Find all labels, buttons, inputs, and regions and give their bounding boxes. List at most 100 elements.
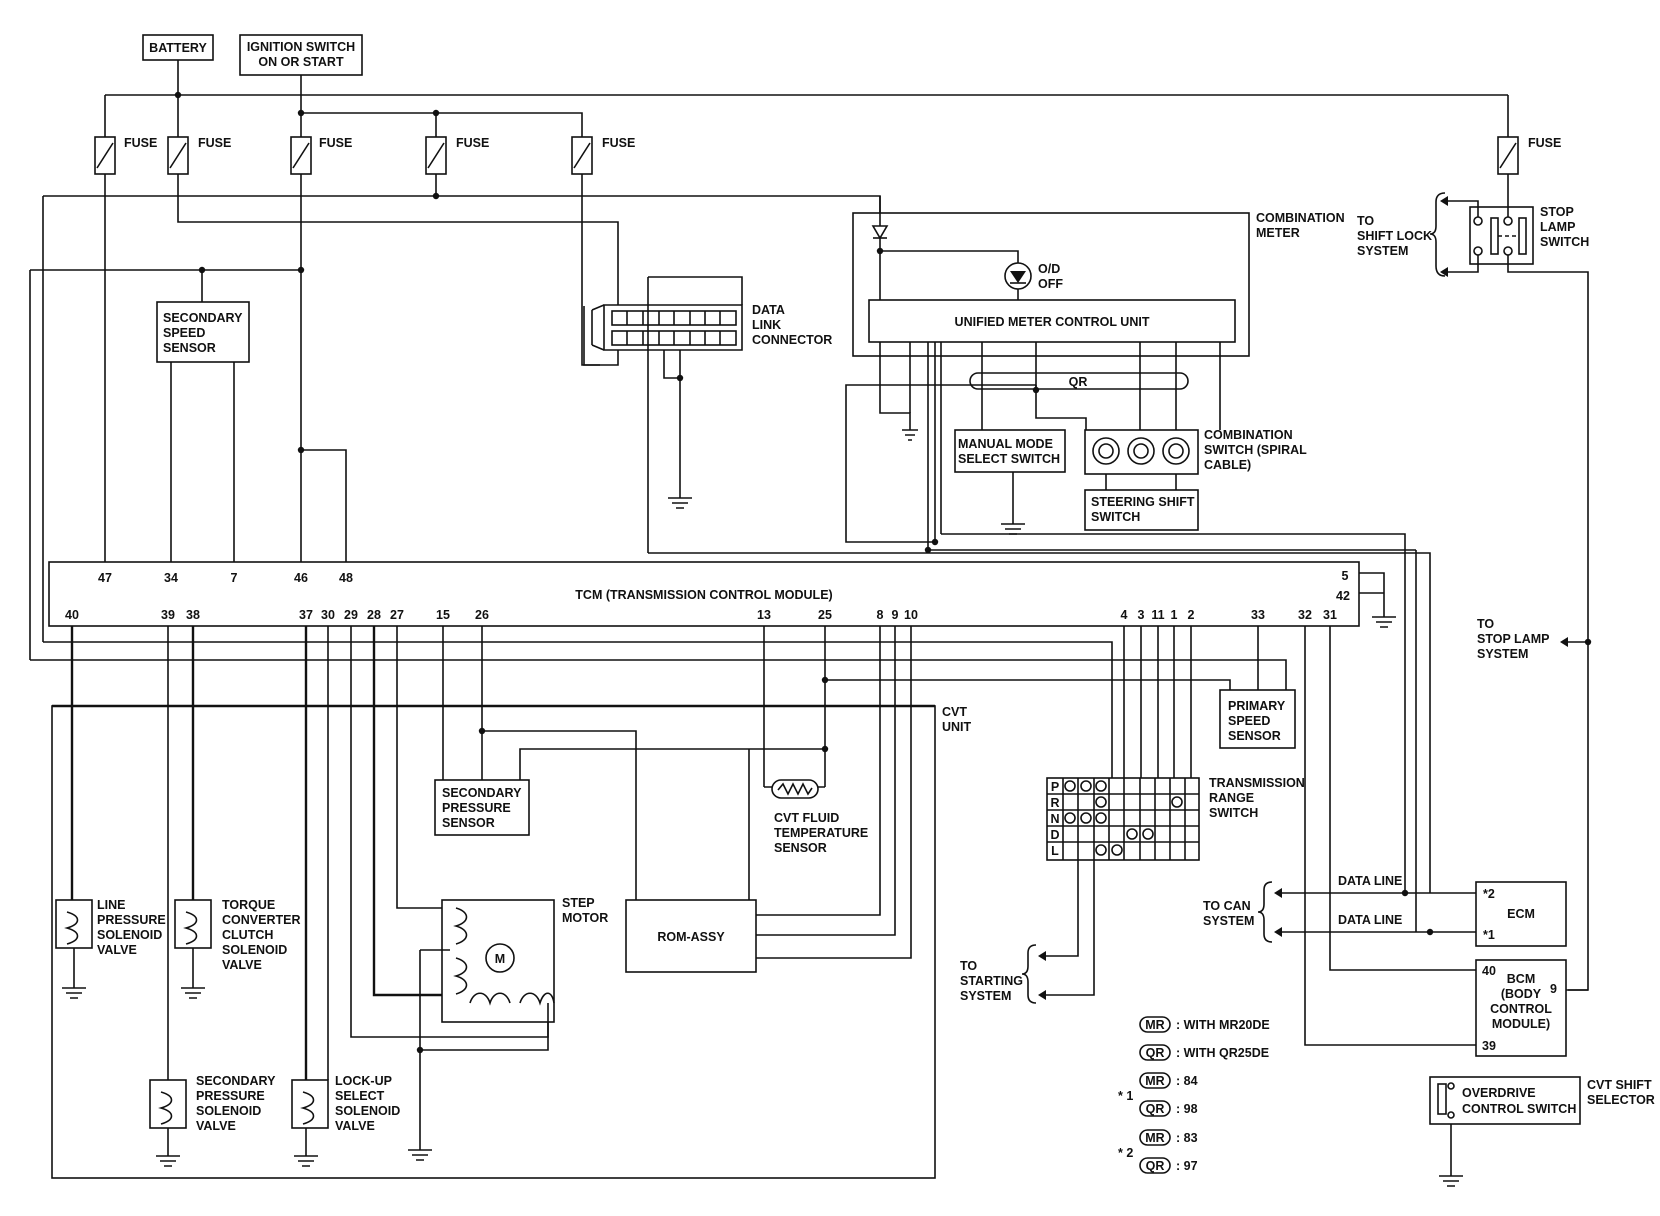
legend-text: : 98 — [1176, 1102, 1198, 1116]
tcm-pin-label: 1 — [1171, 608, 1178, 622]
tcm-pin-label: 15 — [436, 608, 450, 622]
shift-lock-label: SHIFT LOCK — [1357, 229, 1432, 243]
secondary-pressure-sensor: SECONDARY PRESSURE SENSOR — [434, 779, 530, 836]
fuse: FUSE — [290, 136, 352, 175]
tcm-pin-label: 5 — [1342, 569, 1349, 583]
cvt-fluid-label: TEMPERATURE — [774, 826, 868, 840]
tcm-pin-label: 28 — [367, 608, 381, 622]
unified-meter-label: UNIFIED METER CONTROL UNIT — [955, 315, 1150, 329]
motor-symbol-label: M — [495, 952, 505, 966]
ecm-pin-label: *1 — [1483, 928, 1495, 942]
secondary-pressure-solenoid-valve: SECONDARY PRESSURE SOLENOID VALVE — [149, 1074, 276, 1167]
combination-meter-label: METER — [1256, 226, 1300, 240]
sec-pressure-valve-label: SOLENOID — [196, 1104, 261, 1118]
bcm-pin-label: 39 — [1482, 1039, 1496, 1053]
fuse-label: FUSE — [1528, 136, 1561, 150]
cvt-shift-label: SELECTOR — [1587, 1093, 1655, 1107]
legend-mr-badge: MR — [1145, 1018, 1164, 1032]
fuse: FUSE — [425, 136, 489, 175]
data-link-label: LINK — [752, 318, 781, 332]
legend-qr-badge: QR — [1146, 1102, 1165, 1116]
tcm-pin-label: 46 — [294, 571, 308, 585]
cvt-fluid-label: CVT FLUID — [774, 811, 839, 825]
tcm-pin-label: 47 — [98, 571, 112, 585]
legend-text: : WITH MR20DE — [1176, 1018, 1270, 1032]
can-wires — [648, 384, 1431, 932]
battery-box: BATTERY — [142, 34, 214, 61]
steering-shift-label: STEERING SHIFT — [1091, 495, 1195, 509]
overdrive-label: OVERDRIVE — [1462, 1086, 1536, 1100]
line-pressure-label: VALVE — [97, 943, 137, 957]
tcm-pin-label: 13 — [757, 608, 771, 622]
fuse-label: FUSE — [319, 136, 352, 150]
tcm-pin-label: 7 — [231, 571, 238, 585]
transmission-range-switch: P R N D L TRANSMISSION RANGE SWITCH TO S… — [960, 626, 1305, 1004]
line-pressure-solenoid-valve: LINE PRESSURE SOLENOID VALVE — [55, 898, 166, 999]
shift-lock-label: TO — [1357, 214, 1374, 228]
stop-lamp-switch: STOP LAMP SWITCH TO SHIFT LOCK SYSTEM TO… — [1357, 174, 1592, 991]
data-link-label: CONNECTOR — [752, 333, 832, 347]
legend-star: * 2 — [1118, 1146, 1133, 1160]
tcm-pin-label: 33 — [1251, 608, 1265, 622]
od-off-label: O/D — [1038, 262, 1060, 276]
fuse: FUSE — [1497, 136, 1561, 175]
engine-legend: MR : WITH MR20DE QR : WITH QR25DE * 1 MR… — [1118, 1016, 1270, 1174]
od-off-label: OFF — [1038, 277, 1063, 291]
torque-converter-label: VALVE — [222, 958, 262, 972]
cvt-fluid-label: SENSOR — [774, 841, 827, 855]
bcm-label: MODULE) — [1492, 1017, 1550, 1031]
fuse-label: FUSE — [602, 136, 635, 150]
tcm-pin-label: 48 — [339, 571, 353, 585]
power-bus-wires — [104, 60, 1509, 137]
fuse: FUSE — [94, 136, 157, 175]
bcm-label: CONTROL — [1490, 1002, 1552, 1016]
combination-switch-spiral-cable: COMBINATION SWITCH (SPIRAL CABLE) — [1084, 428, 1307, 490]
sec-pressure-sensor-label: SENSOR — [442, 816, 495, 830]
stop-lamp-label: STOP — [1540, 205, 1574, 219]
legend-text: : 83 — [1176, 1131, 1198, 1145]
legend-star: * 1 — [1118, 1089, 1133, 1103]
ignition-switch-box: IGNITION SWITCH ON OR START — [239, 34, 363, 76]
manual-mode-label: SELECT SWITCH — [958, 452, 1060, 466]
range-p-label: P — [1051, 780, 1059, 794]
sec-pressure-sensor-label: SECONDARY — [442, 786, 522, 800]
bcm-pin-label: 9 — [1550, 982, 1557, 996]
combination-meter-label: COMBINATION — [1256, 211, 1345, 225]
primary-speed-label: SENSOR — [1228, 729, 1281, 743]
lockup-label: LOCK-UP — [335, 1074, 392, 1088]
fuse: FUSE — [571, 136, 635, 175]
ecm: ECM *2 *1 DATA LINE DATA LINE TO CAN SYS… — [1203, 874, 1567, 947]
shift-lock-label: SYSTEM — [1357, 244, 1408, 258]
tcm-pin-label: 26 — [475, 608, 489, 622]
sec-pressure-valve-label: SECONDARY — [196, 1074, 276, 1088]
combination-meter: COMBINATION METER O/D OFF UNIFIED METER … — [852, 196, 1345, 441]
ecm-label: ECM — [1507, 907, 1535, 921]
trs-label: RANGE — [1209, 791, 1254, 805]
torque-converter-label: CONVERTER — [222, 913, 300, 927]
data-line-label: DATA LINE — [1338, 913, 1402, 927]
tcm-pin-label: 30 — [321, 608, 335, 622]
ecm-pin-label: *2 — [1483, 887, 1495, 901]
steering-shift-label: SWITCH — [1091, 510, 1140, 524]
tcm-pin-label: 38 — [186, 608, 200, 622]
data-link-connector: DATA LINK CONNECTOR — [591, 276, 832, 553]
manual-mode-select-switch: MANUAL MODE SELECT SWITCH — [954, 429, 1066, 535]
lockup-label: VALVE — [335, 1119, 375, 1133]
trs-label: TRANSMISSION — [1209, 776, 1305, 790]
step-motor-label: MOTOR — [562, 911, 608, 925]
torque-converter-label: TORQUE — [222, 898, 275, 912]
primary-speed-label: SPEED — [1228, 714, 1270, 728]
tcm-pin-label: 31 — [1323, 608, 1337, 622]
overdrive-label: CONTROL SWITCH — [1462, 1102, 1576, 1116]
range-n-label: N — [1050, 812, 1059, 826]
data-link-label: DATA — [752, 303, 785, 317]
line-pressure-label: PRESSURE — [97, 913, 166, 927]
torque-converter-clutch-solenoid-valve: TORQUE CONVERTER CLUTCH SOLENOID VALVE — [174, 898, 300, 999]
steering-shift-switch: STEERING SHIFT SWITCH — [1084, 489, 1199, 531]
primary-speed-sensor: PRIMARY SPEED SENSOR — [1219, 626, 1296, 749]
tcm-pin-label: 11 — [1151, 608, 1164, 622]
to-can-label: SYSTEM — [1203, 914, 1254, 928]
to-stop-lamp-label: SYSTEM — [1477, 647, 1528, 661]
lock-up-select-solenoid-valve: LOCK-UP SELECT SOLENOID VALVE — [291, 1074, 400, 1167]
cvt-unit-label: UNIT — [942, 720, 972, 734]
